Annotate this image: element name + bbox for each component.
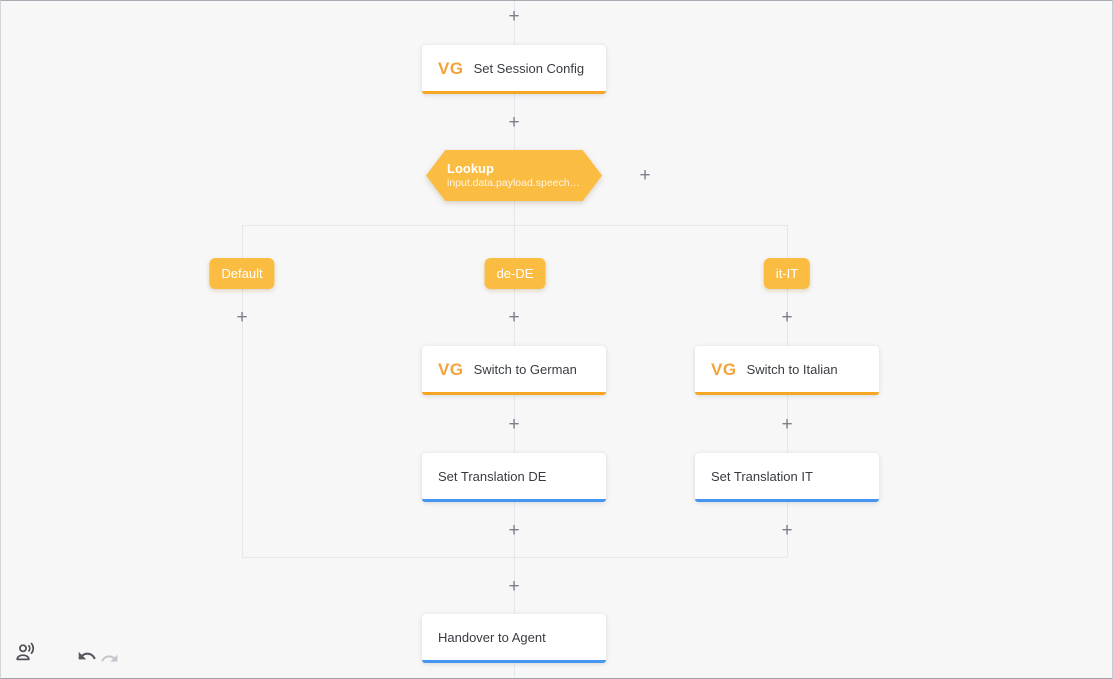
add-node-button[interactable]: + [508,519,520,541]
connector-line [514,289,515,557]
add-node-button[interactable]: + [508,575,520,597]
node-switch-to-italian[interactable]: VG Switch to Italian [695,346,879,395]
connector-line [514,225,515,259]
add-node-button[interactable]: + [781,306,793,328]
lookup-title: Lookup [447,160,494,176]
add-node-button[interactable]: + [236,306,248,328]
connector-line [242,289,243,557]
node-lookup[interactable]: Lookup input.data.payload.speech… [426,150,602,201]
node-accent-bar [695,499,879,502]
node-label: Set Translation IT [711,468,813,484]
vg-icon: VG [711,359,737,379]
add-node-button[interactable]: + [508,413,520,435]
node-set-translation-de[interactable]: Set Translation DE [422,453,606,502]
connector-line [787,225,788,259]
node-set-translation-it[interactable]: Set Translation IT [695,453,879,502]
lookup-hexagon: Lookup input.data.payload.speech… [426,150,602,201]
add-node-button[interactable]: + [781,519,793,541]
case-badge-de-de[interactable]: de-DE [484,258,546,289]
node-label: Set Translation DE [438,468,547,484]
connector-line [514,1,515,225]
vg-icon: VG [438,359,464,379]
redo-icon [101,654,118,662]
node-switch-to-german[interactable]: VG Switch to German [422,346,606,395]
node-handover-to-agent[interactable]: Handover to Agent [422,614,606,663]
case-badge-default[interactable]: Default [209,258,275,289]
node-label: Switch to German [473,361,577,377]
case-badge-it-it[interactable]: it-IT [763,258,811,289]
voice-preview-button[interactable] [14,640,38,667]
node-set-session-config[interactable]: VG Set Session Config [422,45,606,94]
node-accent-bar [695,392,879,395]
node-accent-bar [422,660,606,663]
add-node-button[interactable]: + [508,111,520,133]
add-node-button[interactable]: + [508,5,520,27]
node-accent-bar [422,499,606,502]
undo-icon [78,651,96,660]
record-voice-over-icon [16,642,35,661]
vg-icon: VG [438,58,464,78]
node-label: Set Session Config [473,60,585,76]
node-accent-bar [422,392,606,395]
add-node-button[interactable]: + [508,306,520,328]
lookup-subtitle: input.data.payload.speech… [447,177,581,190]
connector-line [787,289,788,557]
node-label: Switch to Italian [746,361,838,377]
connector-line [242,225,243,259]
undo-button[interactable] [77,646,97,669]
node-accent-bar [422,91,606,94]
add-node-button[interactable]: + [639,164,651,186]
add-node-button[interactable]: + [781,413,793,435]
redo-button[interactable] [100,649,119,671]
node-label: Handover to Agent [438,629,546,645]
